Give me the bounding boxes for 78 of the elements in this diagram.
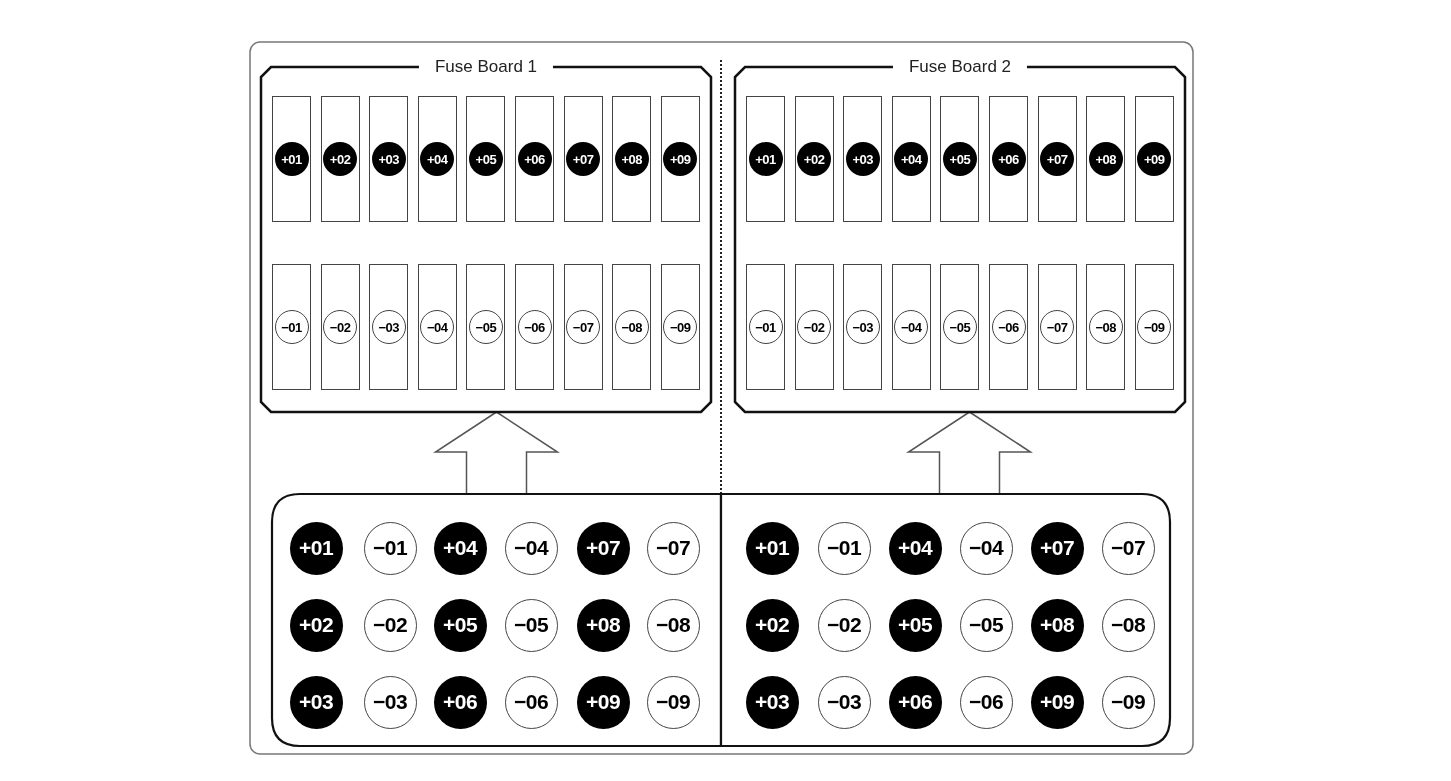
terminal-marker: +04 bbox=[894, 142, 929, 176]
terminal-marker: +08 bbox=[1088, 142, 1123, 176]
fuse-slot bbox=[1134, 264, 1174, 390]
terminal-marker: −08 bbox=[614, 310, 649, 344]
terminal-marker: +09 bbox=[663, 142, 698, 176]
fuse-board bbox=[261, 57, 711, 412]
fuse-slot bbox=[746, 264, 785, 390]
terminal-marker: +04 bbox=[420, 142, 455, 176]
fuse-slot bbox=[417, 96, 457, 222]
terminal-marker: −02 bbox=[323, 310, 358, 344]
terminal-marker: −03 bbox=[845, 310, 880, 344]
fuse-slot bbox=[272, 264, 311, 390]
terminal-marker: −09 bbox=[1137, 310, 1172, 344]
fuse-slot bbox=[891, 96, 931, 222]
block-arrow bbox=[906, 411, 1033, 495]
terminal-marker: +09 bbox=[1137, 142, 1172, 176]
fuse-slot bbox=[369, 264, 409, 390]
fuse-slot bbox=[794, 96, 834, 222]
fuse-slot bbox=[746, 96, 785, 222]
fuse-slot bbox=[563, 264, 603, 390]
fuse-slot bbox=[891, 264, 931, 390]
fuse-slot bbox=[369, 96, 409, 222]
block-arrow bbox=[433, 411, 560, 495]
fuse-slot bbox=[1086, 264, 1126, 390]
fuse-board bbox=[735, 57, 1185, 412]
connector-panel bbox=[721, 494, 1170, 746]
fuse-slot bbox=[940, 264, 980, 390]
fuse-slot bbox=[320, 96, 360, 222]
fuse-slot bbox=[515, 264, 554, 390]
fuse-slot bbox=[1134, 96, 1174, 222]
terminal-marker: +05 bbox=[468, 142, 503, 176]
terminal-marker: −04 bbox=[420, 310, 455, 344]
terminal-marker: +08 bbox=[614, 142, 649, 176]
terminal-marker: −02 bbox=[797, 310, 832, 344]
fuse-slot bbox=[612, 264, 652, 390]
fuse-slot bbox=[1037, 264, 1077, 390]
fuse-slot bbox=[843, 96, 883, 222]
terminal-marker: +06 bbox=[991, 142, 1026, 176]
terminal-marker: −01 bbox=[274, 310, 309, 344]
terminal-marker: +01 bbox=[274, 142, 309, 176]
terminal-marker: +07 bbox=[566, 142, 601, 176]
terminal-marker: +01 bbox=[748, 142, 783, 176]
fuse-slot bbox=[320, 264, 360, 390]
terminal-marker: +06 bbox=[517, 142, 552, 176]
fuse-slot bbox=[466, 96, 506, 222]
terminal-marker: −07 bbox=[1040, 310, 1075, 344]
terminal-marker: −09 bbox=[663, 310, 698, 344]
fuse-slot bbox=[940, 96, 980, 222]
terminal-marker: +07 bbox=[1040, 142, 1075, 176]
terminal-marker: −08 bbox=[1088, 310, 1123, 344]
terminal-marker: −05 bbox=[468, 310, 503, 344]
fuse-slot bbox=[660, 264, 700, 390]
fuse-slot bbox=[794, 264, 834, 390]
terminal-marker: +05 bbox=[942, 142, 977, 176]
connector-panel bbox=[272, 494, 721, 746]
terminal-marker: −06 bbox=[517, 310, 552, 344]
terminal-marker: −01 bbox=[748, 310, 783, 344]
fuse-slot bbox=[466, 264, 506, 390]
terminal-marker: −07 bbox=[566, 310, 601, 344]
fuse-slot bbox=[272, 96, 311, 222]
terminal-marker: −06 bbox=[991, 310, 1026, 344]
fuse-slot bbox=[1037, 96, 1077, 222]
terminal-marker: −03 bbox=[371, 310, 406, 344]
terminal-marker: −05 bbox=[942, 310, 977, 344]
fuse-slot bbox=[417, 264, 457, 390]
terminal-marker: +02 bbox=[323, 142, 358, 176]
fuse-slot bbox=[1086, 96, 1126, 222]
fuse-slot bbox=[612, 96, 652, 222]
terminal-marker: +02 bbox=[797, 142, 832, 176]
terminal-marker: +03 bbox=[845, 142, 880, 176]
fuse-slot bbox=[843, 264, 883, 390]
fuse-slot bbox=[989, 96, 1028, 222]
fuse-slot bbox=[515, 96, 554, 222]
terminal-marker: −04 bbox=[894, 310, 929, 344]
fuse-slot bbox=[989, 264, 1028, 390]
terminal-marker: +03 bbox=[371, 142, 406, 176]
fuse-slot bbox=[660, 96, 700, 222]
fuse-slot bbox=[563, 96, 603, 222]
